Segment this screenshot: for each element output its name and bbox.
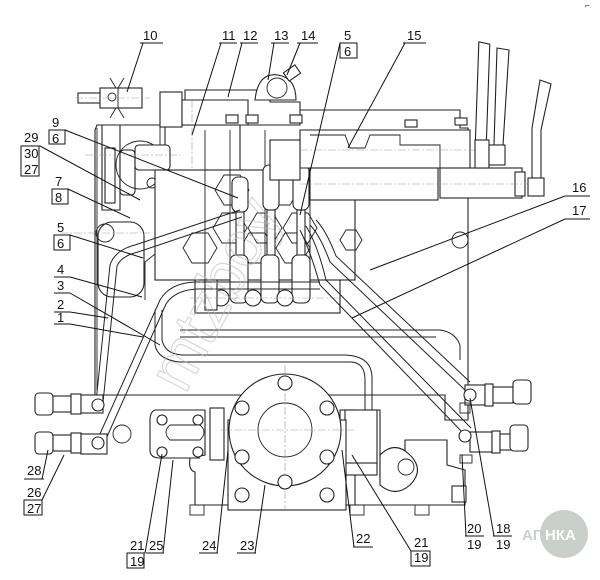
callout-10: 10 (126, 28, 163, 93)
callout-18-19: 18 19 (469, 397, 512, 552)
callout-12: 12 (227, 28, 258, 98)
flange-bolts (234, 375, 335, 503)
callout-9-6: 9 6 (48, 115, 239, 199)
svg-text:26: 26 (27, 485, 41, 500)
callouts: 10 11 12 13 14 5 (20, 28, 590, 569)
svg-text:4: 4 (57, 262, 64, 277)
pulley-assembly (75, 77, 180, 211)
svg-text:6: 6 (57, 236, 64, 251)
svg-text:8: 8 (55, 190, 62, 205)
svg-text:5: 5 (344, 28, 351, 43)
svg-text:21: 21 (130, 538, 144, 553)
callout-3: 3 (54, 278, 161, 346)
right-fittings (458, 379, 532, 464)
svg-text:19: 19 (467, 537, 481, 552)
callout-11: 11 (191, 28, 237, 136)
svg-text:28: 28 (27, 463, 41, 478)
svg-text:12: 12 (243, 28, 257, 43)
corner-mark: ⌐ (585, 1, 590, 10)
callout-24: 24 (199, 449, 229, 554)
svg-text:10: 10 (143, 28, 157, 43)
logo-left-text: АГРО (522, 527, 563, 544)
svg-text:30: 30 (24, 146, 38, 161)
svg-text:19: 19 (130, 554, 144, 569)
svg-text:2: 2 (57, 297, 64, 312)
logo-right-text: НКА (545, 527, 576, 544)
svg-text:27: 27 (24, 162, 38, 177)
callout-2: 2 (54, 297, 109, 319)
svg-text:7: 7 (55, 174, 62, 189)
svg-text:22: 22 (356, 531, 370, 546)
svg-text:15: 15 (407, 28, 421, 43)
callout-4: 4 (54, 262, 143, 298)
callout-13: 13 (267, 28, 289, 81)
callout-7-8: 7 8 (51, 174, 131, 219)
callout-26-27: 26 27 (23, 454, 65, 516)
callout-28: 28 (24, 449, 49, 480)
callout-5-6-left: 5 6 (53, 220, 144, 259)
control-levers (474, 41, 552, 197)
callout-23: 23 (237, 484, 266, 554)
svg-text:20: 20 (467, 521, 481, 536)
svg-text:5: 5 (57, 220, 64, 235)
svg-text:13: 13 (274, 28, 288, 43)
svg-text:29: 29 (24, 130, 38, 145)
left-fittings (34, 392, 132, 455)
mechanism (34, 41, 552, 516)
svg-text:25: 25 (149, 538, 163, 553)
callout-15: 15 (347, 28, 426, 149)
callout-5-6-top: 5 6 (299, 28, 358, 216)
svg-text:17: 17 (572, 203, 586, 218)
svg-text:16: 16 (572, 180, 586, 195)
svg-text:14: 14 (301, 28, 315, 43)
hex-nuts (182, 174, 363, 264)
svg-text:9: 9 (52, 115, 59, 130)
callout-16: 16 (369, 180, 590, 271)
svg-text:3: 3 (57, 278, 64, 293)
svg-text:24: 24 (202, 538, 216, 553)
svg-text:19: 19 (414, 550, 428, 565)
callout-29-30-27: 29 30 27 (20, 130, 141, 201)
pipelines (94, 209, 472, 449)
svg-text:27: 27 (27, 501, 41, 516)
svg-text:19: 19 (496, 537, 510, 552)
callout-1: 1 (54, 310, 144, 338)
svg-text:21: 21 (414, 535, 428, 550)
logo-circle (540, 510, 588, 558)
pump-assembly (149, 365, 467, 516)
callout-20-19: 20 19 (461, 454, 484, 552)
callout-25: 25 (146, 459, 174, 554)
callout-21-19-right: 21 19 (351, 454, 431, 567)
callout-17: 17 (351, 203, 590, 319)
svg-text:23: 23 (240, 538, 254, 553)
svg-text:18: 18 (496, 521, 510, 536)
svg-text:1: 1 (57, 310, 64, 325)
callout-14: 14 (286, 28, 318, 76)
svg-text:6: 6 (52, 131, 59, 146)
svg-text:11: 11 (222, 28, 236, 43)
callout-21-19-left: 21 19 (126, 453, 163, 569)
brand-logo: АГРО НКА (522, 510, 588, 558)
svg-text:6: 6 (344, 44, 351, 59)
callout-22: 22 (341, 449, 373, 548)
